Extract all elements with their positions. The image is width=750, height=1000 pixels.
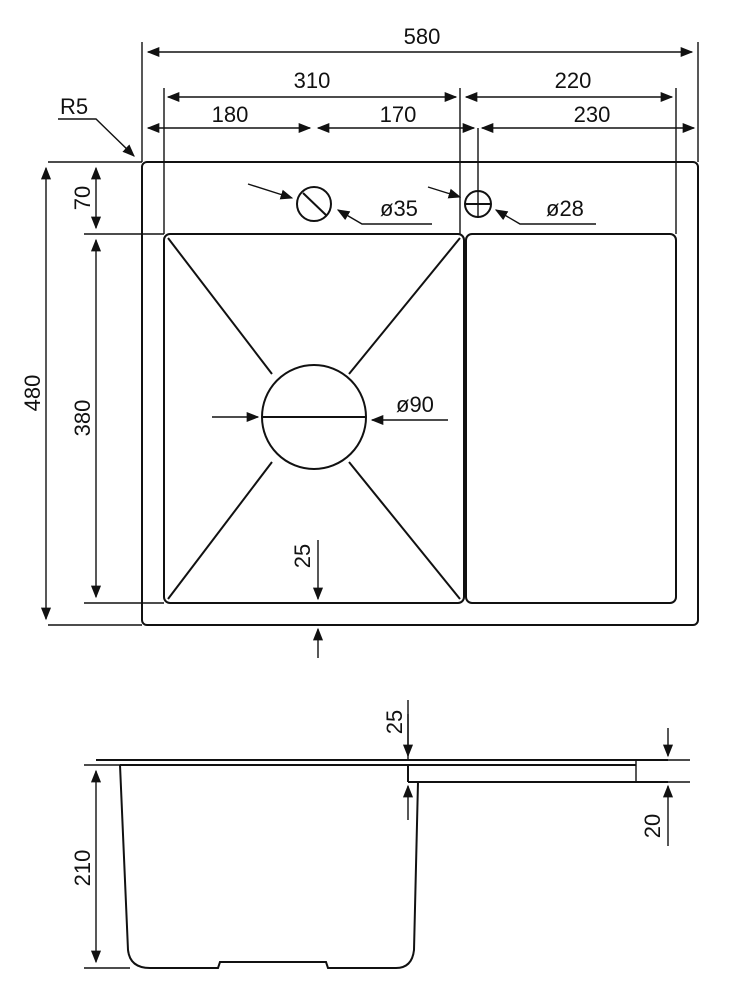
small-hole-leader-left (427, 186, 462, 199)
dimension-380-label: 380 (70, 400, 95, 437)
dimension-220-label: 220 (555, 68, 592, 93)
radius-leader (58, 118, 135, 157)
sink-outline (141, 161, 699, 626)
radius-label: R5 (60, 94, 88, 119)
tap-hole-line (302, 192, 328, 217)
bowl-profile (119, 764, 419, 969)
side-view: 25 20 210 (70, 700, 690, 969)
rim-dimension-label: 25 (382, 710, 407, 734)
tap-hole (296, 186, 332, 222)
dimension-180-label: 180 (212, 102, 249, 127)
bowl-slope-line (167, 461, 273, 600)
drainer-outline (465, 233, 677, 604)
dimension-480-label: 480 (20, 375, 45, 412)
dimension-310-label: 310 (294, 68, 331, 93)
top-view: 580 310 220 180 170 230 R5 480 70 380 25 (20, 24, 699, 658)
dimension-580-label: 580 (404, 24, 441, 49)
bowl-slope-line (167, 237, 273, 375)
small-hole-label: ø28 (546, 196, 584, 221)
small-hole-leader-right (494, 209, 596, 225)
dimension-70-label: 70 (70, 186, 95, 210)
bowl-height-label: 210 (70, 850, 95, 887)
bowl-slope-line (348, 237, 461, 375)
dimension-25-label: 25 (290, 544, 315, 568)
bowl-slope-line (348, 461, 461, 600)
tap-hole-leader-left (247, 183, 294, 200)
drainer-dimension-label: 20 (640, 814, 665, 838)
bowl-outline (163, 233, 465, 604)
dimension-170-label: 170 (380, 102, 417, 127)
tap-hole-leader-right (336, 209, 432, 225)
dimension-230-label: 230 (574, 102, 611, 127)
tap-hole-label: ø35 (380, 196, 418, 221)
drain-label: ø90 (396, 392, 434, 417)
